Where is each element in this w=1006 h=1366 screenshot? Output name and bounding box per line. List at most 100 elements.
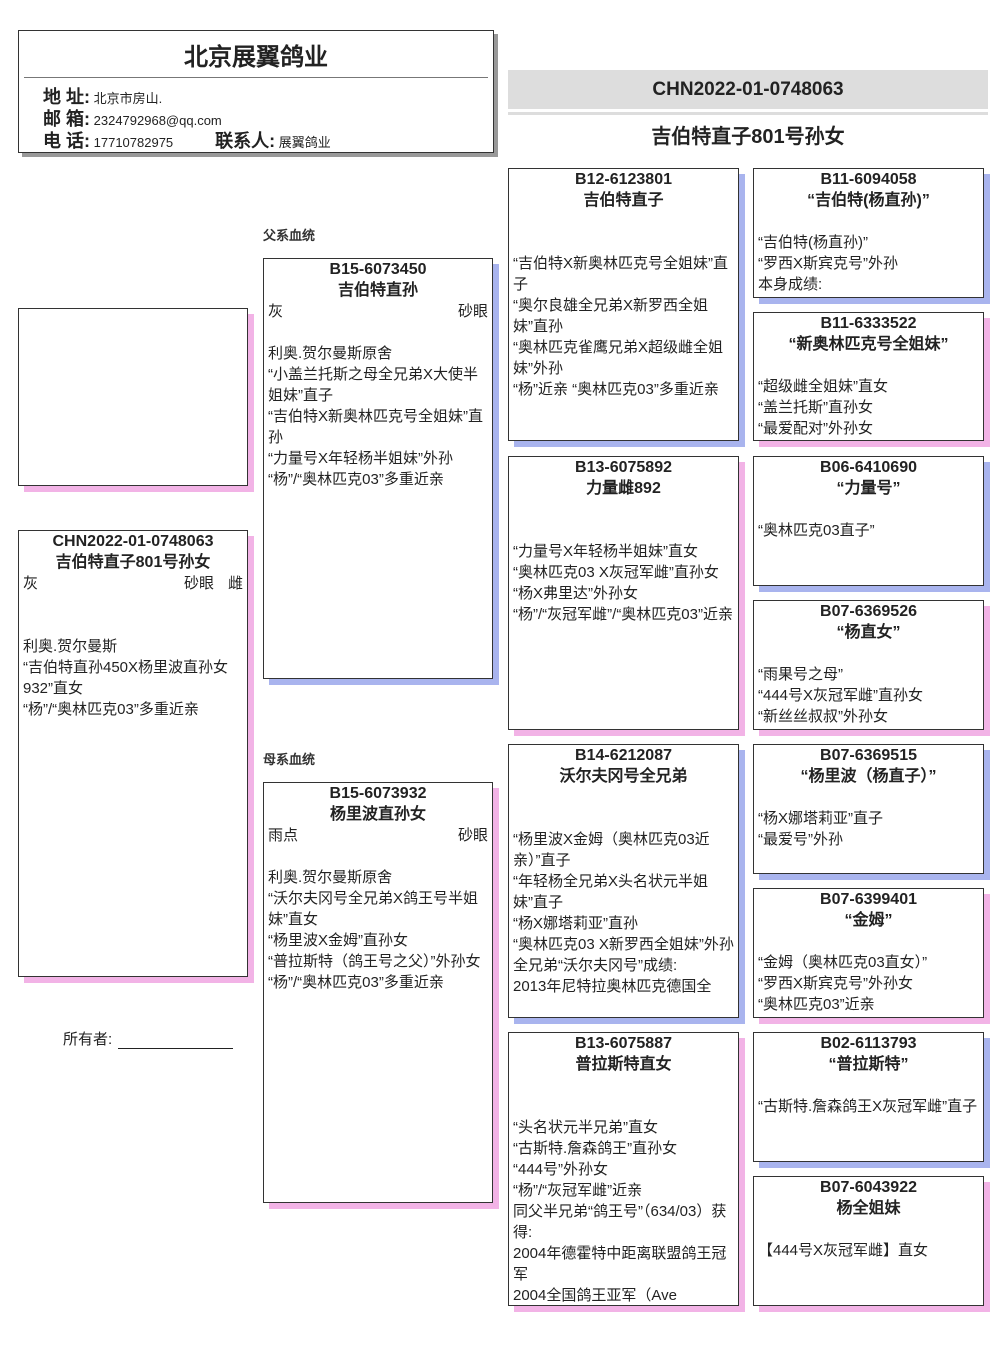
pedigree-note: “杨”/“奥林匹克03”多重近亲 [268, 974, 444, 991]
pigeon-name: 吉伯特直子801号孙女 [55, 554, 211, 571]
pigeon-name: “吉伯特(杨直孙)” [807, 192, 930, 209]
pigeon-name: 力量雌892 [586, 480, 661, 497]
pigeon-name: “新奥林匹克号全姐妹” [788, 336, 949, 353]
ring-number: CHN2022-01-0748063 [52, 533, 214, 550]
ancestor-pigeon-card: B07-6369526“杨直女”“雨果号之母”“444号X灰冠军雌”直孙女“新丝… [753, 600, 984, 730]
parent-pigeon-card: B15-6073450 吉伯特直孙灰 砂眼利奥.贺尔曼斯原舍 “小盖兰托斯之母全兄弟X… [263, 258, 493, 679]
pedigree-note: “罗西X斯宾克号”外孙女 [758, 975, 913, 992]
pedigree-note: 利奥.贺尔曼斯 [23, 638, 118, 655]
eye-sex-group: 砂眼 [458, 825, 488, 846]
ancestor-pigeon-card: B13-6075887 普拉斯特直女 “头名状元半兄弟”直女 “古斯特.詹森鸽王”直孙… [508, 1032, 739, 1306]
pedigree-note: “吉伯特X新奥林匹克号全姐妹”直子 [513, 255, 728, 293]
eye-type: 砂眼 [457, 303, 488, 320]
ring-number: B13-6075887 [575, 1035, 672, 1052]
ring-number: B07-6043922 [820, 1179, 917, 1196]
owner-signature-line [118, 1032, 234, 1049]
pedigree-note: “古斯特.詹森鸽王”直孙女 [513, 1140, 678, 1157]
spacer [23, 594, 243, 636]
pedigree-note: “吉伯特直孙450X杨里波直孙女932”直女 [23, 659, 229, 697]
plumage-color: 灰 [268, 303, 284, 320]
ring-number: B07-6369515 [820, 747, 917, 764]
ring-number: B11-6333522 [820, 315, 917, 332]
ancestor-pigeon-card: B11-6094058 “吉伯特(杨直孙)” “吉伯特(杨直孙)” “罗西X斯宾克号”… [753, 168, 984, 298]
pigeon-name: 吉伯特直孙 [337, 282, 418, 299]
spacer [513, 1075, 734, 1117]
contact-label: 联系人: [215, 131, 276, 151]
spacer [758, 499, 979, 520]
eye-type: 砂眼 [457, 827, 488, 844]
pedigree-note: “力量号X年轻杨半姐妹”直女 [513, 543, 698, 560]
pedigree-note: “奥林匹克03直子” [758, 522, 875, 539]
breeder-info-card: 北京展翼鸽业 地 址: 北京市房山. 邮 箱: 2324792968@qq.co… [18, 30, 494, 153]
pedigree-note: “盖兰托斯”直孙女 [758, 399, 873, 416]
owner-label: 所有者: [63, 1031, 113, 1048]
spacer [758, 211, 979, 232]
pedigree-note: “最爱配对”外孙女 [758, 420, 873, 437]
ancestor-pigeon-card: B07-6369515“杨里波（杨直子）”“杨X娜塔莉亚”直子“最爱号”外孙 [753, 744, 984, 874]
ancestor-pigeon-card: B11-6333522 “新奥林匹克号全姐妹” “超级雌全姐妹”直女 “盖兰托斯”直孙… [753, 312, 984, 441]
pedigree-note: “杨里波X金姆（奥林匹克03近亲）”直子 [513, 831, 710, 869]
pigeon-name: “力量号” [836, 480, 901, 497]
pedigree-note: “奥林匹克03 X新罗西全姐妹”外孙 [513, 936, 734, 953]
pedigree-note: “444号X灰冠军雌”直孙女 [758, 687, 924, 704]
pigeon-name: “杨里波（杨直子）” [800, 768, 937, 785]
ring-number: B13-6075892 [575, 459, 672, 476]
sire-section-label: 父系血统 [263, 228, 316, 243]
spacer [758, 1075, 979, 1096]
phone-label: 电 话: [43, 131, 90, 151]
pedigree-note: “头名状元半兄弟”直女 [513, 1119, 658, 1136]
email-label: 邮 箱: [43, 109, 90, 129]
pigeon-name: 吉伯特直子 [583, 192, 664, 209]
phone-value: 17710782975 [93, 135, 174, 150]
email-row: 邮 箱: 2324792968@qq.com [43, 105, 222, 131]
eye-sex-group: 砂眼雌 [184, 573, 243, 594]
spacer [513, 211, 734, 253]
pedigree-note: “罗西X斯宾克号”外孙 [758, 255, 898, 272]
pigeon-name: 普拉斯特直女 [575, 1056, 672, 1073]
ring-number: B02-6113793 [820, 1035, 917, 1052]
pedigree-note: “杨X弗里达”外孙女 [513, 585, 638, 602]
pedigree-note: “奥尔良雄全兄弟X新罗西全姐妹”直孙 [513, 297, 709, 335]
color-eye-row: 雨点砂眼 [268, 825, 488, 846]
pedigree-note: “吉伯特(杨直孙)” [758, 234, 868, 251]
pedigree-note: “杨”/“灰冠军雌”近亲 [513, 1182, 643, 1199]
owner-field: 所有者: [63, 1028, 234, 1049]
eye-sex-group: 砂眼 [458, 301, 488, 322]
pedigree-note: “吉伯特X新奥林匹克号全姐妹”直孙 [268, 408, 483, 446]
spacer [513, 787, 734, 829]
pedigree-note: “杨”/“奥林匹克03”多重近亲 [23, 701, 199, 718]
pedigree-note: “杨X娜塔莉亚”直子 [758, 810, 883, 827]
spacer [758, 1219, 979, 1240]
ancestor-pigeon-card: B07-6399401“金姆”“金姆（奥林匹克03直女）”“罗西X斯宾克号”外孙… [753, 888, 984, 1018]
spacer [268, 322, 488, 343]
ring-number: B11-6094058 [820, 171, 917, 188]
pigeon-name: “普拉斯特” [828, 1056, 909, 1073]
photo-placeholder [18, 308, 248, 486]
pedigree-note: “444号”外孙女 [513, 1161, 609, 1178]
pedigree-note: 本身成绩: [758, 276, 823, 293]
pedigree-note: “杨里波X金姆”直孙女 [268, 932, 408, 949]
sex: 雌 [227, 575, 243, 592]
pedigree-note: “金姆（奥林匹克03直女）” [758, 954, 928, 971]
ring-number: B15-6073450 [329, 261, 427, 278]
subject-name-title: 吉伯特直子801号孙女 [651, 126, 845, 148]
spacer [513, 499, 734, 541]
email-value: 2324792968@qq.com [93, 113, 222, 128]
pedigree-note: 利奥.贺尔曼斯原舍 [268, 345, 393, 362]
spacer [758, 931, 979, 952]
spacer [758, 643, 979, 664]
ancestor-pigeon-card: B02-6113793 “普拉斯特” “古斯特.詹森鸽王X灰冠军雌”直子 [753, 1032, 984, 1162]
address-row: 地 址: 北京市房山. [43, 83, 162, 109]
ring-number: B14-6212087 [575, 747, 672, 764]
ring-number: B06-6410690 [820, 459, 917, 476]
pedigree-note: “古斯特.詹森鸽王X灰冠军雌”直子 [758, 1098, 978, 1115]
pedigree-note: “小盖兰托斯之母全兄弟X大使半姐妹”直子 [268, 366, 479, 404]
pedigree-note: “超级雌全姐妹”直女 [758, 378, 888, 395]
pedigree-note: 同父半兄弟“鸽王号”（634/03）获得: [513, 1203, 727, 1241]
